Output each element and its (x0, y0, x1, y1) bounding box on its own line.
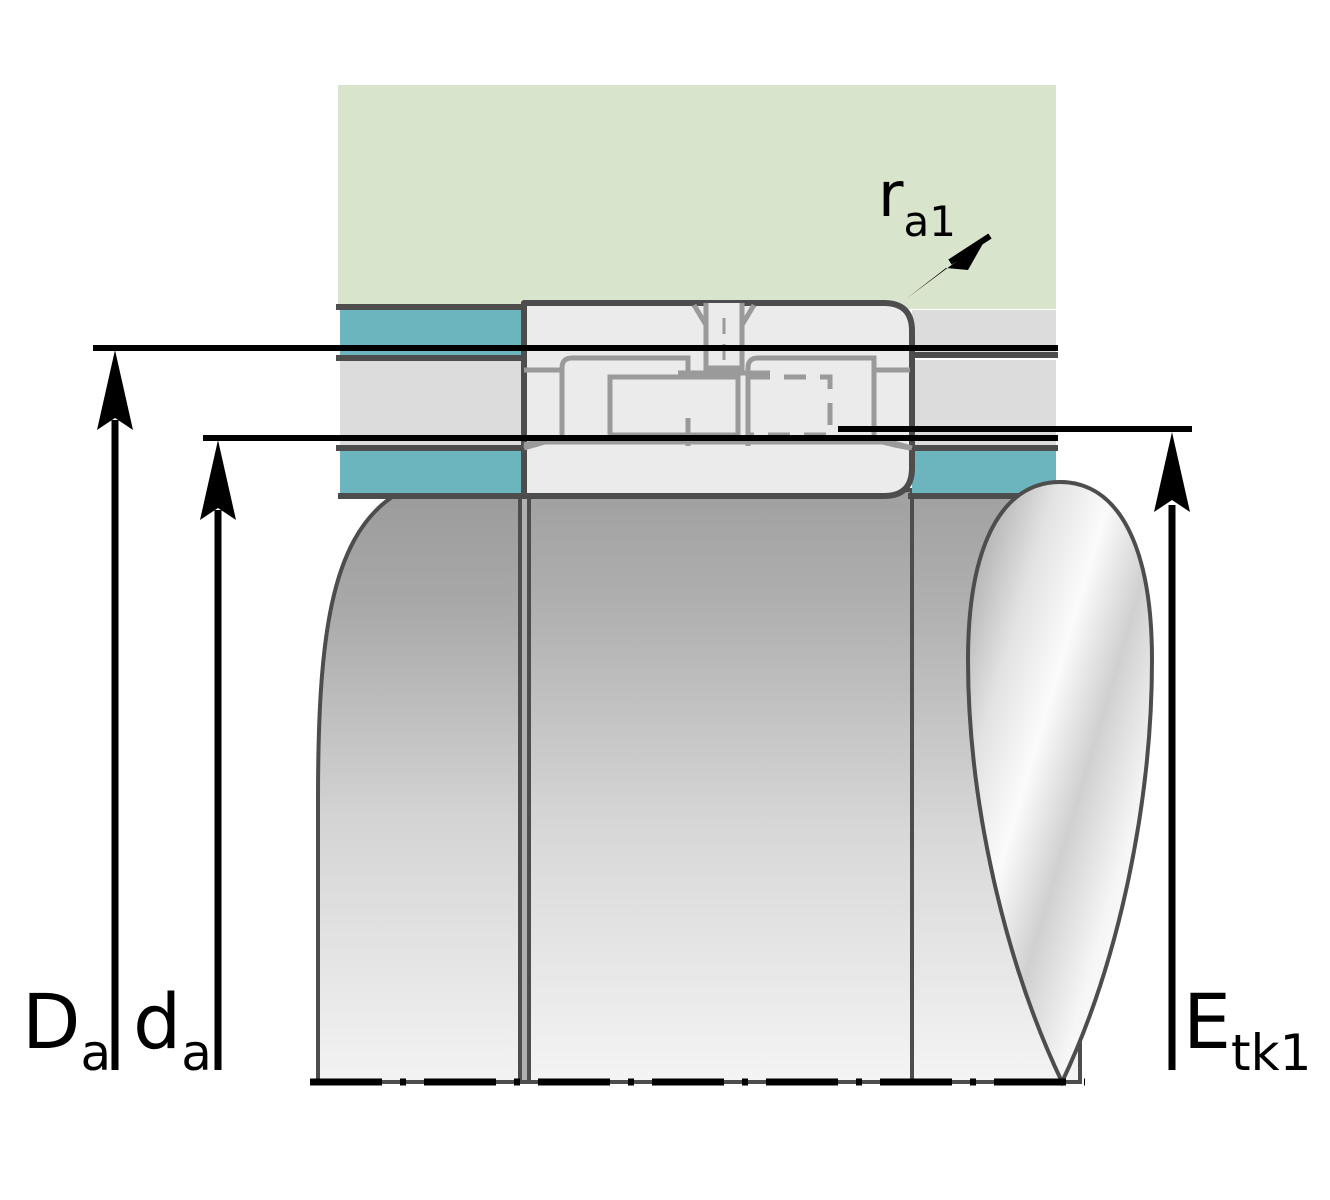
dimension-arrow-Etk1 (1154, 432, 1190, 1070)
label-ra1-symbol: r (878, 158, 904, 231)
label-Etk1-subscript: tk1 (1231, 1024, 1311, 1082)
label-Etk1-symbol: E (1183, 977, 1231, 1066)
callout-arrow-ra1 (906, 233, 992, 299)
label-Da-symbol: D (22, 977, 81, 1066)
dimension-extension-lines (93, 345, 1192, 441)
dimension-arrow-da (200, 440, 236, 1070)
svg-text:Etk1: Etk1 (1183, 977, 1311, 1082)
housing-block-region (338, 85, 1056, 309)
label-Da-subscript: a (81, 1024, 112, 1082)
center-pin-feature (678, 303, 770, 376)
label-ra1-subscript: a1 (904, 197, 956, 246)
svg-text:da: da (133, 977, 212, 1082)
label-da-subscript: a (181, 1024, 212, 1082)
svg-text:ra1: ra1 (878, 158, 956, 246)
shaft-body (316, 485, 1082, 1084)
teal-block-lower-left (340, 450, 522, 496)
dimension-labels: Da da Etk1 ra1 (22, 158, 1311, 1082)
svg-text:Da: Da (22, 977, 111, 1082)
dimension-arrows (97, 350, 1190, 1070)
dimension-arrow-Da (97, 350, 133, 1070)
label-da-symbol: d (133, 977, 181, 1066)
